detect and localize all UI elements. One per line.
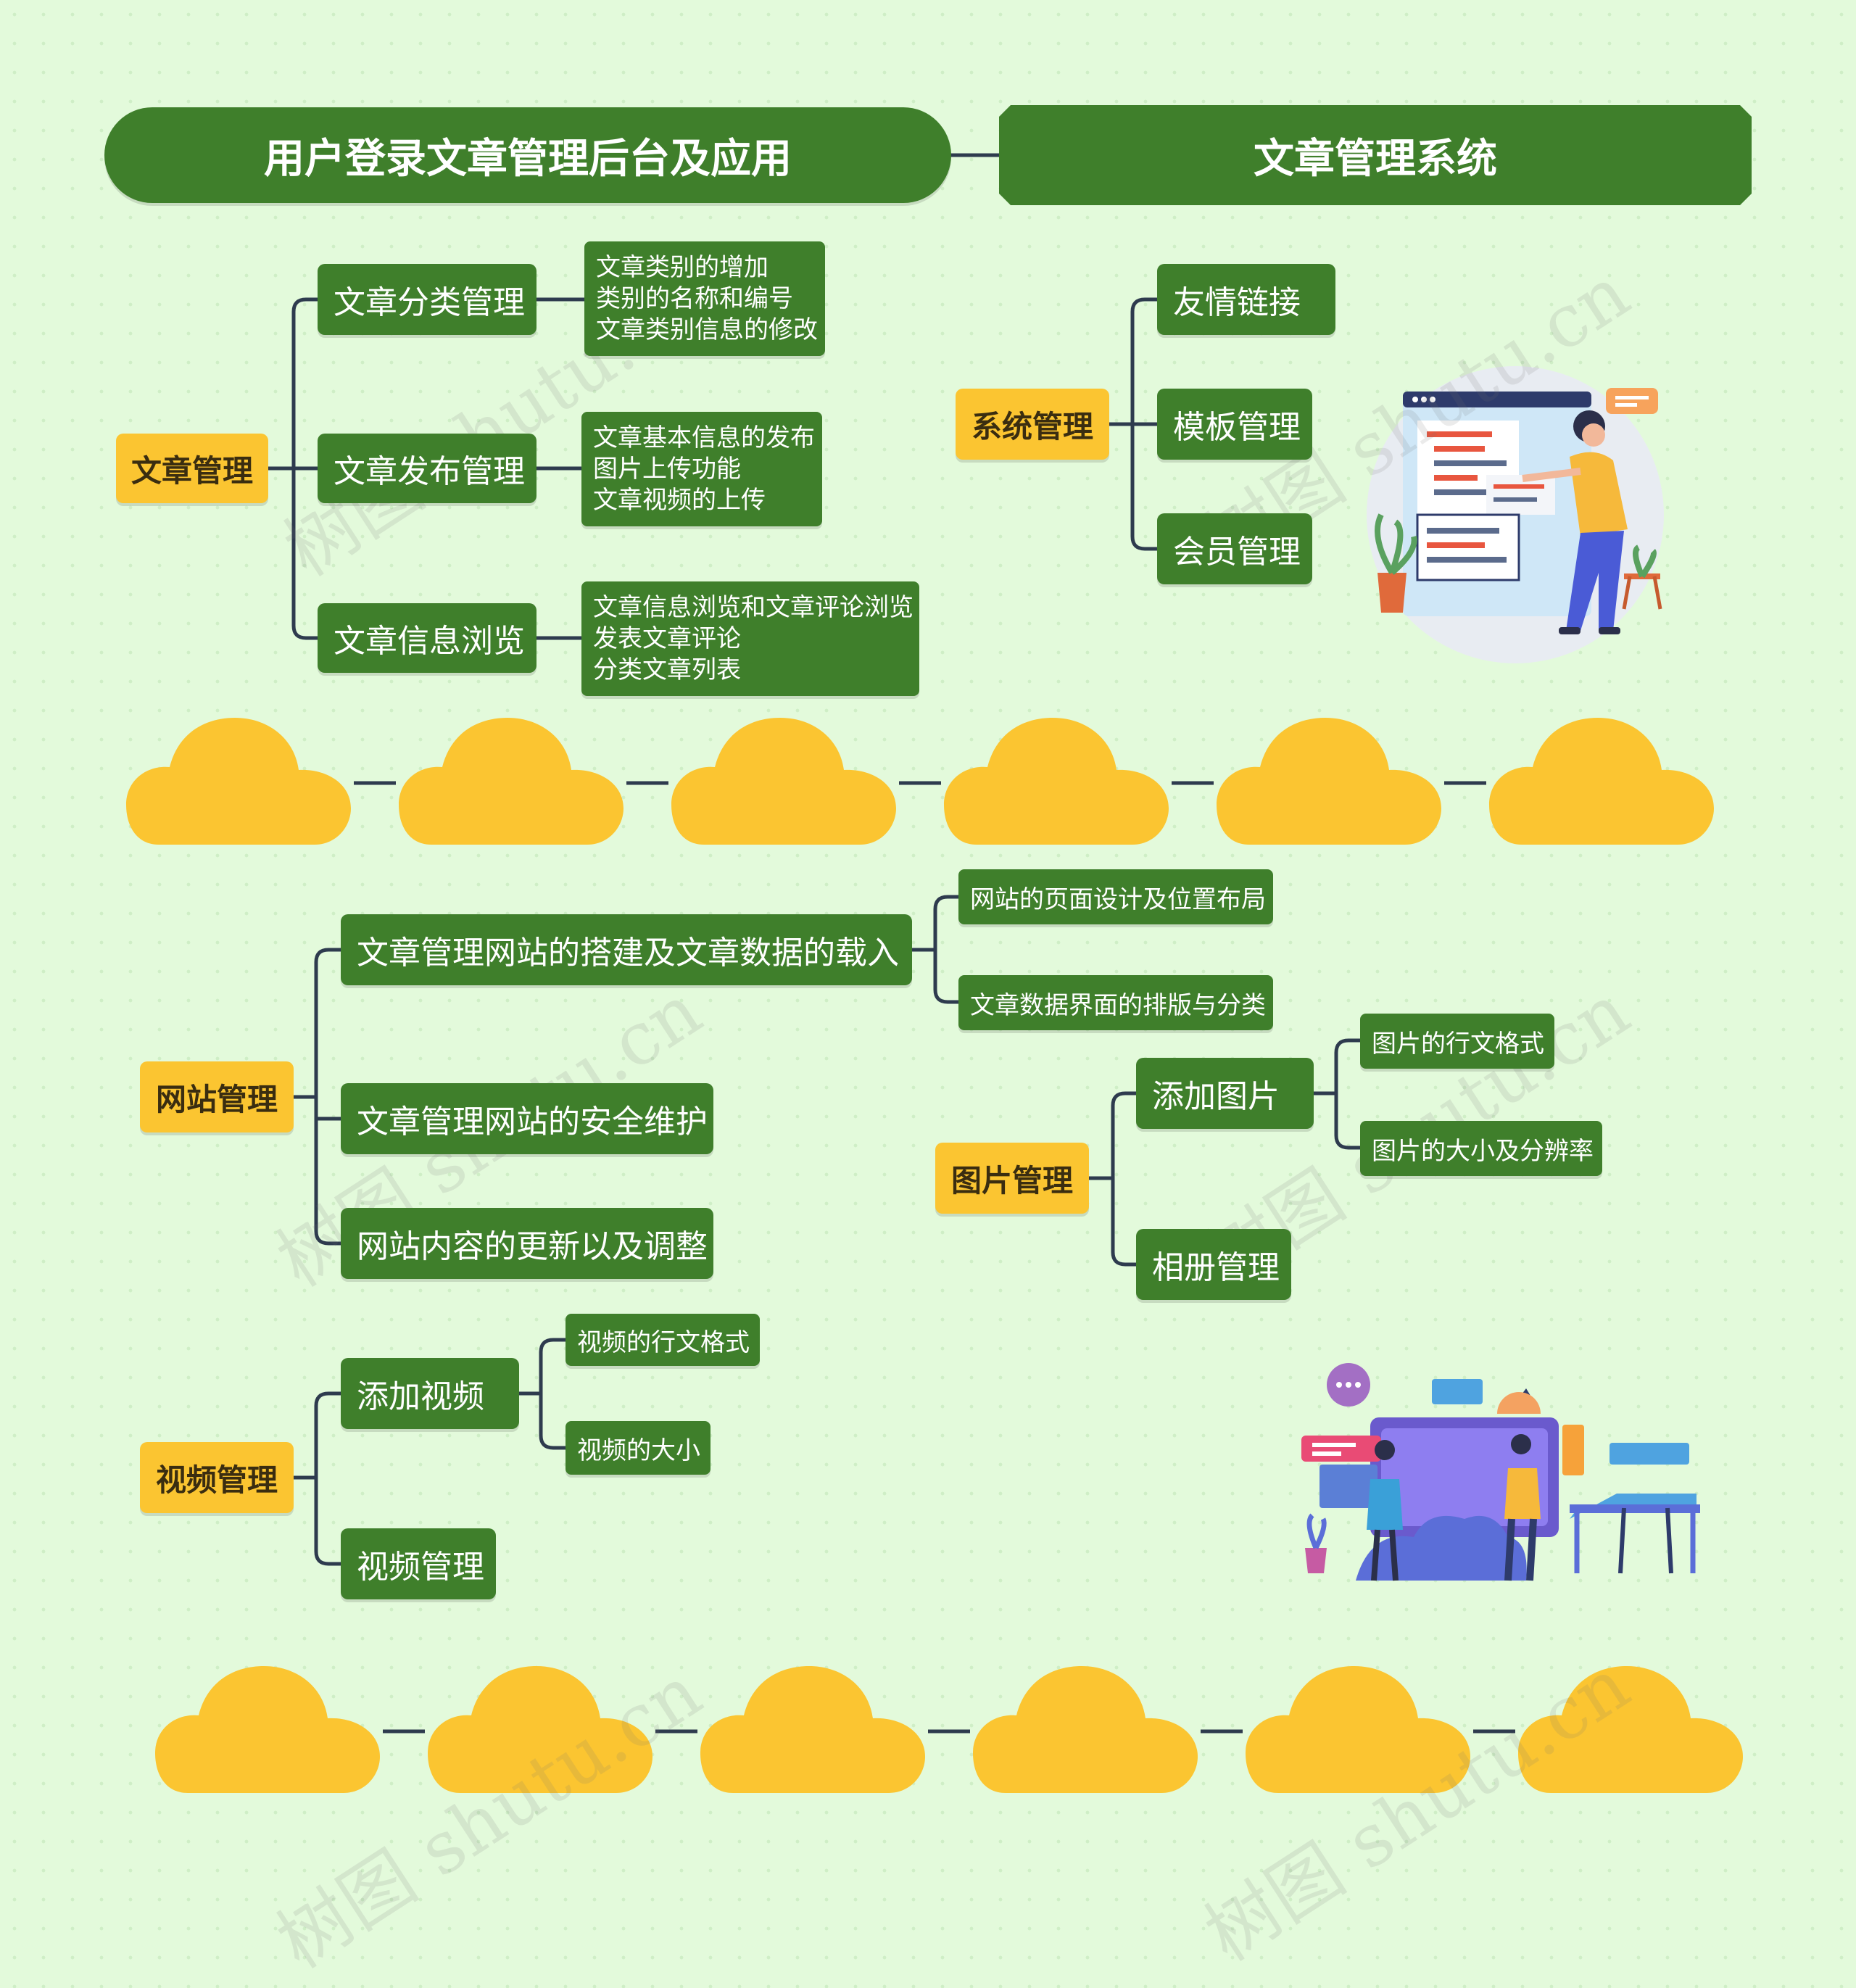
main-title-right[interactable]: 文章管理系统	[999, 105, 1752, 205]
cloud-row-top	[126, 718, 1714, 845]
data-layout-leaf[interactable]: 文章数据界面的排版与分类	[958, 975, 1273, 1030]
detail-line: 分类文章列表	[593, 655, 741, 684]
detail-line: 文章信息浏览和文章评论浏览	[593, 593, 914, 621]
add-video-node[interactable]: 添加视频	[341, 1358, 519, 1429]
article-publish-node[interactable]: 文章发布管理	[318, 434, 536, 503]
connector-lines	[126, 153, 1743, 1793]
main-title-left[interactable]: 用户登录文章管理后台及应用	[104, 107, 951, 203]
site-build-node[interactable]: 文章管理网站的搭建及文章数据的载入	[341, 914, 912, 985]
article-mgmt-node[interactable]: 文章管理	[116, 434, 268, 503]
detail-line: 文章基本信息的发布	[593, 423, 815, 452]
video-mgmt-node[interactable]: 视频管理	[140, 1442, 294, 1513]
video-manage-node[interactable]: 视频管理	[341, 1528, 496, 1599]
detail-line: 发表文章评论	[593, 624, 741, 653]
detail-line: 文章类别的增加	[596, 253, 768, 281]
article-category-details: 文章类别的增加 类别的名称和编号 文章类别信息的修改	[584, 241, 825, 356]
article-publish-details: 文章基本信息的发布 图片上传功能 文章视频的上传	[581, 412, 822, 526]
album-mgmt-node[interactable]: 相册管理	[1136, 1229, 1291, 1300]
presenter-illustration	[1367, 366, 1664, 663]
site-update-node[interactable]: 网站内容的更新以及调整	[341, 1208, 713, 1279]
member-mgmt-node[interactable]: 会员管理	[1157, 513, 1312, 584]
detail-line: 类别的名称和编号	[596, 284, 793, 312]
image-mgmt-node[interactable]: 图片管理	[935, 1143, 1089, 1214]
site-security-node[interactable]: 文章管理网站的安全维护	[341, 1083, 713, 1154]
add-image-node[interactable]: 添加图片	[1136, 1058, 1314, 1129]
image-format-leaf[interactable]: 图片的行文格式	[1360, 1014, 1554, 1069]
team-data-illustration	[1301, 1363, 1700, 1581]
detail-line: 文章视频的上传	[593, 486, 766, 514]
detail-line: 文章类别信息的修改	[596, 315, 818, 344]
friend-links-node[interactable]: 友情链接	[1157, 264, 1335, 335]
template-mgmt-node[interactable]: 模板管理	[1157, 389, 1312, 460]
article-category-node[interactable]: 文章分类管理	[318, 264, 536, 335]
page-design-leaf[interactable]: 网站的页面设计及位置布局	[958, 869, 1273, 924]
site-mgmt-node[interactable]: 网站管理	[140, 1061, 294, 1132]
image-size-leaf[interactable]: 图片的大小及分辨率	[1360, 1121, 1602, 1176]
article-browse-node[interactable]: 文章信息浏览	[318, 603, 536, 673]
article-browse-details: 文章信息浏览和文章评论浏览 发表文章评论 分类文章列表	[581, 581, 919, 696]
video-format-leaf[interactable]: 视频的行文格式	[566, 1314, 760, 1366]
detail-line: 图片上传功能	[593, 455, 741, 483]
video-size-leaf[interactable]: 视频的大小	[566, 1421, 710, 1475]
system-mgmt-node[interactable]: 系统管理	[956, 389, 1109, 460]
cloud-row-bottom	[155, 1666, 1743, 1793]
